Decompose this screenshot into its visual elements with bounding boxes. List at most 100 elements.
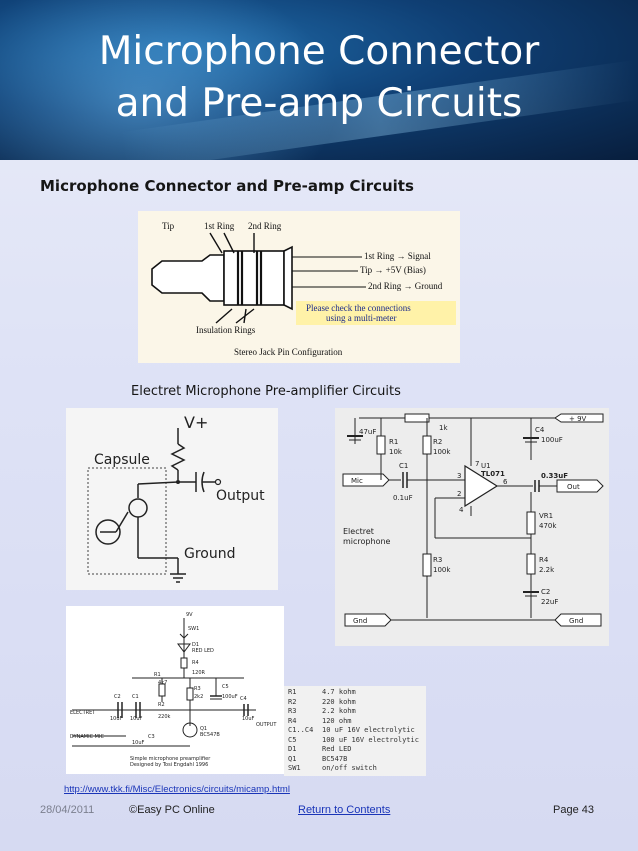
c1-value: 10uF — [130, 716, 143, 722]
pin6-label: 6 — [503, 478, 508, 486]
capsule-circuit: V+ Capsule Output Ground — [87, 413, 265, 583]
bc547b-circuit: 9V SW1 D1 RED LED R4 120R R1 4k7 R3 2k2 … — [70, 612, 277, 768]
ground-label: 2nd Ring → Ground — [368, 281, 443, 291]
vplus-label: V+ — [184, 413, 208, 432]
ring1-label: 1st Ring — [204, 221, 235, 231]
vr1-value: 470k — [539, 522, 557, 530]
r4-value: 2.2k — [539, 566, 555, 574]
note-line-1: Please check the connections — [306, 303, 411, 313]
title-line-2: and Pre-amp Circuits — [115, 81, 523, 126]
c5-label: C5 — [222, 684, 229, 690]
gnd-right-label: Gnd — [569, 617, 583, 625]
bias-label: Tip → +5V (Bias) — [360, 265, 426, 275]
r2-value: 100k — [433, 448, 451, 456]
signal-label: 1st Ring → Signal — [364, 251, 431, 261]
d1-label: D1 — [192, 642, 199, 648]
r1-value: 4k7 — [158, 680, 167, 686]
u1-label: U1 — [481, 462, 491, 470]
c1-label: C1 — [132, 694, 139, 700]
stereo-jack-drawing — [151, 232, 456, 325]
r1-value: 10k — [389, 448, 403, 456]
note-line-2: Designed by Tosi Engdahl 1996 — [130, 762, 208, 768]
c4-value: 100uF — [541, 436, 563, 444]
insulation-label: Insulation Rings — [196, 325, 256, 335]
r3-value: 2k2 — [194, 694, 203, 700]
capsule-label: Capsule — [94, 452, 150, 468]
mic-label: Mic — [351, 477, 363, 485]
r1-label: R1 — [389, 438, 398, 446]
c2-value: 22uF — [541, 598, 558, 606]
output-label: OUTPUT — [256, 722, 277, 728]
out-label: Out — [567, 483, 580, 491]
pin7-label: 7 — [475, 460, 479, 468]
gnd-left-label: Gnd — [353, 617, 367, 625]
stereo-jack-figure: Tip 1st Ring 2nd Ring 1st Ring → Signal … — [138, 211, 460, 363]
tl071-circuit: C4 100uF + 9V 47uF R1 10k R2 100k 1k U1 … — [342, 413, 604, 627]
pin3-label: 3 — [457, 472, 461, 480]
sw1-label: SW1 — [188, 626, 199, 632]
r3-label: R3 — [194, 686, 201, 692]
tip-label: Tip — [162, 221, 175, 231]
r1k-label: 1k — [439, 424, 448, 432]
capsule-schematic: V+ Capsule Output Ground — [66, 408, 278, 590]
section-heading: Microphone Connector and Pre-amp Circuit… — [40, 177, 414, 195]
footer-date: 28/04/2011 — [40, 804, 95, 816]
c1-value: 0.1uF — [393, 494, 413, 502]
pin2-label: 2 — [457, 490, 461, 498]
c4-value: 10uF — [242, 716, 255, 722]
r2-value: 220k — [158, 714, 171, 720]
c2-value: 10uF — [110, 716, 123, 722]
microphone-label: microphone — [343, 537, 391, 546]
page-number: Page 43 — [553, 804, 594, 816]
jack-caption: Stereo Jack Pin Configuration — [234, 347, 343, 357]
c4-label: C4 — [535, 426, 545, 434]
source-link[interactable]: http://www.tkk.fi/Misc/Electronics/circu… — [64, 784, 290, 795]
r1-label: R1 — [154, 672, 161, 678]
v9-label: + 9V — [569, 415, 587, 423]
output-label: Output — [216, 488, 265, 504]
preamp-caption: Electret Microphone Pre-amplifier Circui… — [131, 384, 401, 399]
c47-label: 47uF — [359, 428, 376, 436]
c3-value: 10uF — [132, 740, 145, 746]
q1-value: BC547B — [200, 732, 220, 738]
electret-label: ELECTRET — [70, 710, 96, 716]
c2-label: C2 — [541, 588, 550, 596]
ground-label: Ground — [184, 546, 236, 562]
ring2-label: 2nd Ring — [248, 221, 282, 231]
slide-title: Microphone Connector and Pre-amp Circuit… — [0, 26, 638, 130]
electret-label: Electret — [343, 527, 374, 536]
u1-value: TL071 — [481, 470, 505, 478]
return-to-contents-link[interactable]: Return to Contents — [298, 804, 391, 816]
vr1-label: VR1 — [539, 512, 553, 520]
r4-value: 120R — [192, 670, 206, 676]
c3-label: C3 — [148, 734, 155, 740]
r3-value: 100k — [433, 566, 451, 574]
c2-label: C2 — [114, 694, 121, 700]
v9-label: 9V — [186, 612, 193, 618]
c4-label: C4 — [240, 696, 247, 702]
c033-label: 0.33uF — [541, 472, 568, 480]
title-line-1: Microphone Connector — [98, 29, 540, 74]
r3-label: R3 — [433, 556, 442, 564]
pin4-label: 4 — [459, 506, 464, 514]
dynamic-mic-label: DYNAMIC MIC — [70, 734, 104, 740]
note-line-1: Simple microphone preamplifier — [130, 756, 211, 762]
r4-label: R4 — [539, 556, 549, 564]
red-led-label: RED LED — [192, 648, 214, 654]
r4-label: R4 — [192, 660, 199, 666]
banner-glow — [0, 0, 340, 160]
bc547b-schematic: 9V SW1 D1 RED LED R4 120R R1 4k7 R3 2k2 … — [66, 606, 284, 774]
note-line-2: using a multi-meter — [326, 313, 397, 323]
q1-label: Q1 — [200, 726, 207, 732]
r2-label: R2 — [158, 702, 165, 708]
